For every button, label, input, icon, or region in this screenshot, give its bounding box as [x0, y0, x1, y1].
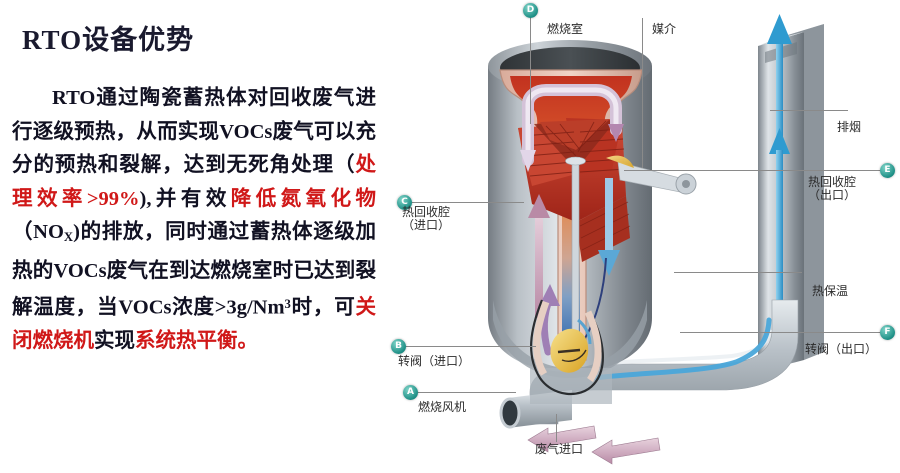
- label-thermal-insulation: 热保温: [812, 284, 849, 298]
- leader-line-heat-recovery-out: [624, 170, 886, 171]
- body-seg-7-superscript: 3: [284, 297, 291, 312]
- label-rotary-valve-in: 转阀（进口）: [398, 354, 471, 368]
- burner-nozzle: [606, 155, 697, 195]
- marker-e-heat-recovery-out[interactable]: E: [880, 163, 895, 178]
- leader-line-media: [642, 18, 643, 168]
- label-media: 媒介: [652, 22, 677, 36]
- label-heat-recovery-in-line1: 热回收腔: [402, 205, 451, 219]
- body-seg-5-subscript: X: [63, 230, 74, 245]
- combustion-fan-throat: [530, 299, 604, 396]
- label-heat-recovery-in: 热回收腔 （进口）: [402, 206, 450, 232]
- exhaust-stack: [758, 14, 824, 372]
- waste-gas-inlet-arrows: [527, 425, 661, 465]
- rto-illustration-svg: [488, 14, 824, 465]
- label-waste-gas-inlet: 废气进口: [535, 442, 584, 456]
- stack-flow-arrow-icon: [767, 14, 792, 350]
- body-seg-4: （NO: [12, 221, 64, 243]
- label-heat-recovery-out-line1: 热回收腔: [808, 175, 857, 189]
- label-heat-recovery-in-line2: （进口）: [402, 218, 451, 232]
- label-heat-recovery-out: 热回收腔 （出口）: [808, 176, 856, 202]
- leader-line-flue-gas: [770, 110, 848, 111]
- body-seg-9-highlight: 关闭燃烧机: [12, 296, 376, 353]
- leader-line-waste-gas-inlet: [556, 414, 557, 442]
- leader-line-rotary-valve-out: [680, 332, 886, 333]
- leader-line-thermal-insulation: [674, 272, 802, 273]
- label-combustion-fan: 燃烧风机: [418, 400, 467, 414]
- body-seg-11-highlight: 系统热平衡。: [135, 330, 258, 353]
- label-rotary-valve-out: 转阀（出口）: [805, 342, 878, 356]
- marker-b-rotary-valve-in[interactable]: B: [391, 339, 406, 354]
- label-combustion-chamber: 燃烧室: [547, 22, 584, 36]
- marker-a-combustion-fan[interactable]: A: [403, 385, 418, 400]
- body-seg-3-highlight: 降低氮氧化物: [230, 187, 377, 210]
- leader-line-heat-recovery-in: [404, 202, 524, 203]
- text-panel: RTO设备优势 RTO通过陶瓷蓄热体对回收废气进行逐级预热，从而实现VOCs废气…: [0, 0, 390, 473]
- marker-d-combustion-chamber[interactable]: D: [523, 3, 538, 18]
- marker-f-rotary-valve-out[interactable]: F: [880, 325, 895, 340]
- body-seg-1-highlight: 处理效率>99%: [12, 154, 376, 210]
- leader-line-rotary-valve-in: [398, 346, 536, 347]
- body-seg-2: ),并有效: [139, 187, 231, 210]
- body-paragraph: RTO通过陶瓷蓄热体对回收废气进行逐级预热，从而实现VOCs废气可以充分的预热和…: [12, 82, 376, 359]
- rto-vessel: [488, 40, 697, 404]
- body-seg-6: )的排放，同时通过蓄热体逐级加热的VOCs废气在到达燃烧室时已达到裂解温度，当V…: [12, 221, 377, 319]
- label-flue-gas: 排烟: [837, 120, 862, 134]
- media-inlet-pipe: [520, 84, 624, 172]
- leader-line-combustion-fan: [410, 392, 516, 393]
- rto-diagram: D C B A E F 燃烧室 媒介 热回收腔 （进口） 转阀（进口） 燃烧风机…: [380, 0, 900, 473]
- body-seg-0: RTO通过陶瓷蓄热体对回收废气进行逐级预热，从而实现VOCs废气可以充分的预热和…: [12, 87, 376, 176]
- label-heat-recovery-out-line2: （出口）: [808, 188, 857, 202]
- body-seg-8: 时，可: [290, 296, 356, 319]
- leader-line-combustion-chamber: [530, 14, 531, 124]
- internal-flow-arrows: [528, 178, 620, 356]
- page-title: RTO设备优势: [22, 25, 195, 55]
- body-seg-10: 实现: [94, 330, 135, 353]
- marker-c-heat-recovery-in[interactable]: C: [397, 195, 412, 210]
